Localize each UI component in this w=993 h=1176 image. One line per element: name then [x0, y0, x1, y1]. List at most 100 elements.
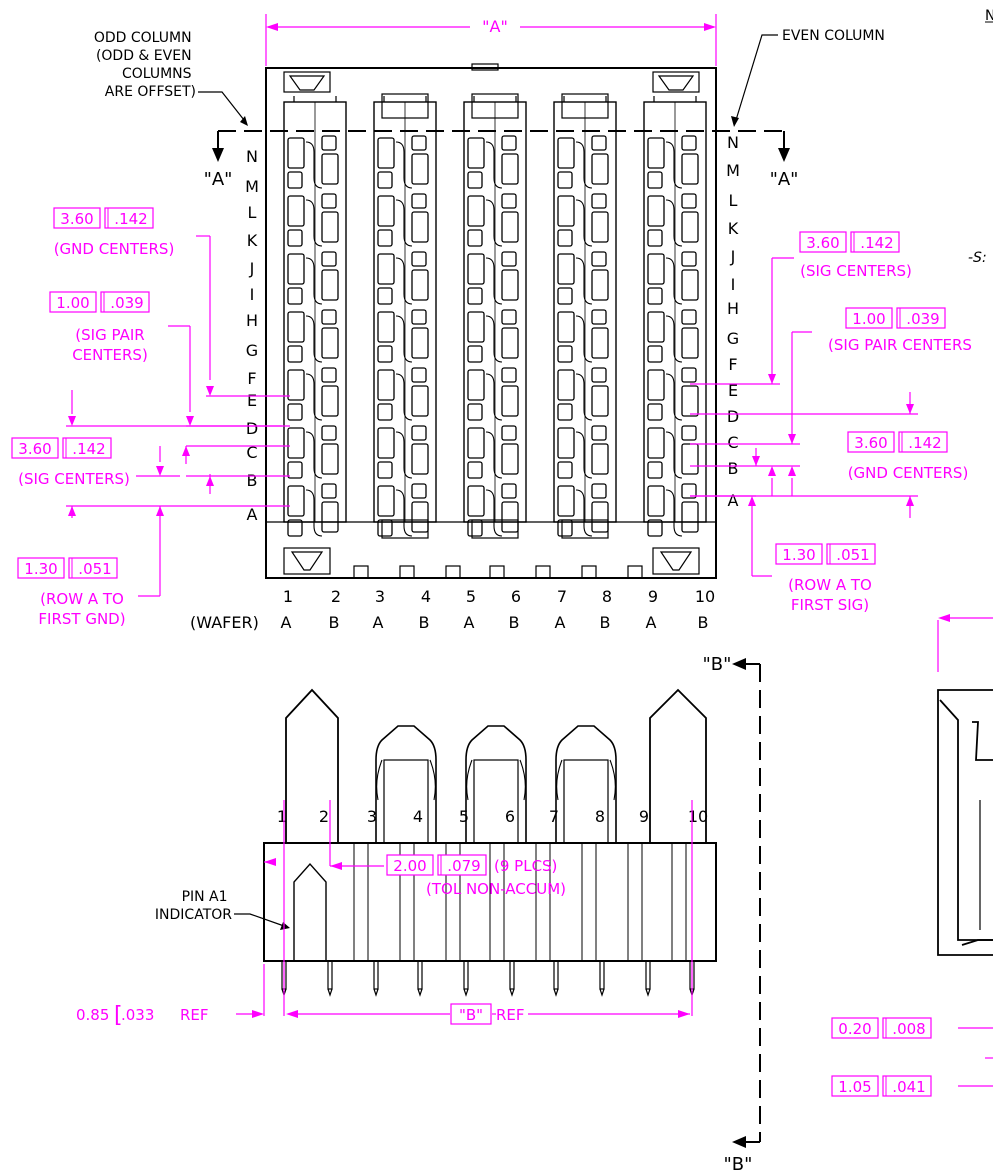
- contact-even-small: [501, 425, 517, 441]
- contact-trace: [575, 141, 593, 189]
- pin-tip: [509, 988, 515, 997]
- wafer-letter: A: [646, 613, 657, 632]
- wafer-letter: A: [373, 613, 384, 632]
- contact-odd-small: [647, 229, 663, 247]
- column-6: 6: [511, 587, 521, 606]
- inch-box: [826, 543, 876, 565]
- contact-trace: [575, 257, 593, 305]
- dim-mm: 1.30: [24, 560, 57, 578]
- left-dimensions: [66, 235, 290, 597]
- dim-label: 3.60.142(SIG CENTERS): [799, 231, 912, 280]
- contact-odd-small: [287, 403, 303, 421]
- contact-even: [321, 153, 339, 185]
- contact-even: [591, 211, 609, 243]
- left-dimension-labels: 3.60.142(GND CENTERS)1.00.039(SIG PAIRCE…: [11, 207, 175, 628]
- contact-even-small: [591, 193, 607, 209]
- side-dim-2: 1.05 .041: [831, 1075, 993, 1097]
- contact-odd-small: [467, 171, 483, 189]
- contact-odd: [557, 311, 575, 343]
- wafer-pair-5: [643, 96, 707, 537]
- contact-even-small: [681, 193, 697, 209]
- contact-even-small: [411, 193, 427, 209]
- row-left-M: M: [245, 177, 259, 196]
- tail-pin-7: [553, 960, 559, 997]
- dim-label: 1.00.039(SIG PAIR CENTERS: [828, 307, 972, 354]
- contact-odd: [467, 195, 485, 227]
- contact-finger: [555, 725, 617, 844]
- contact-even-small: [681, 483, 697, 499]
- contact-even-small: [681, 367, 697, 383]
- contact-even-small: [411, 135, 427, 151]
- tail-pin-4: [417, 960, 423, 997]
- even-column-label: EVEN COLUMN: [782, 28, 885, 44]
- dim-b-suffix: REF: [496, 1006, 525, 1024]
- contact-even: [321, 385, 339, 417]
- dim-mm: 1.00: [56, 294, 89, 312]
- contact-even: [501, 327, 519, 359]
- dim-note: (ROW A TO: [788, 576, 872, 594]
- contact-odd-small: [557, 287, 573, 305]
- contact-even-small: [411, 309, 427, 325]
- side-view: 0.20 .008 1.05 .041: [831, 614, 993, 1097]
- pin-tip: [645, 988, 651, 997]
- wafer-letter: B: [600, 613, 611, 632]
- contact-odd: [377, 137, 395, 169]
- dim-mm: 1.30: [782, 546, 815, 564]
- contact-trace: [665, 141, 683, 189]
- contact-odd: [557, 195, 575, 227]
- pin-body: [373, 960, 379, 990]
- pitch-mm: 2.00: [393, 857, 426, 875]
- contact-even-small: [501, 135, 517, 151]
- dim-inch: .142: [114, 210, 147, 228]
- contact-even: [681, 269, 699, 301]
- row-right-G: G: [727, 329, 739, 348]
- tail-pin-6: [509, 960, 515, 997]
- contact-even-small: [591, 425, 607, 441]
- wafer-pair-2: [373, 93, 437, 539]
- contact-even-small: [681, 251, 697, 267]
- column-5: 5: [466, 587, 476, 606]
- contact-trace: [485, 141, 503, 189]
- contact-odd: [467, 485, 485, 517]
- pin-label-4: 4: [413, 807, 423, 826]
- row-right-H: H: [727, 299, 739, 318]
- row-left-J: J: [249, 259, 255, 278]
- contact-even-small: [501, 193, 517, 209]
- pin-body: [509, 960, 515, 990]
- contact-trace: [575, 431, 593, 479]
- notch: [399, 565, 415, 579]
- pin-a1-indicator-shape: [293, 862, 327, 962]
- contact-even: [411, 501, 429, 533]
- contact-odd-small: [287, 345, 303, 363]
- contact-even: [411, 211, 429, 243]
- wafer-letter: A: [555, 613, 566, 632]
- contact-odd: [287, 137, 305, 169]
- contact-even-small: [321, 251, 337, 267]
- dim-inch: .039: [906, 310, 939, 328]
- odd-column-callout: ODD COLUMN (ODD & EVEN COLUMNS ARE OFFSE…: [94, 30, 248, 126]
- finger-spring: [519, 759, 526, 801]
- contact-odd: [287, 311, 305, 343]
- dim-note: (GND CENTERS): [54, 240, 175, 258]
- contact-odd-small: [467, 519, 483, 537]
- pin-tip: [327, 988, 333, 997]
- mm-box: [11, 437, 59, 459]
- row-left-G: G: [246, 341, 258, 360]
- pin-label-1: 1: [277, 807, 287, 826]
- pin-tip: [553, 988, 559, 997]
- row-right-A: A: [728, 491, 739, 510]
- dim-a-label: "A": [482, 17, 508, 36]
- inch-box: [850, 231, 900, 253]
- row-left-A: A: [247, 505, 258, 524]
- pin-body: [599, 960, 605, 990]
- offset-inch: .033: [121, 1006, 154, 1024]
- section-a-right: "A": [770, 169, 799, 190]
- dim-inch: .142: [72, 440, 105, 458]
- contact-even: [321, 443, 339, 475]
- contact-even: [321, 269, 339, 301]
- row-right-C: C: [727, 433, 738, 452]
- contact-odd: [467, 427, 485, 459]
- notch: [353, 565, 369, 579]
- contact-trace: [305, 257, 323, 305]
